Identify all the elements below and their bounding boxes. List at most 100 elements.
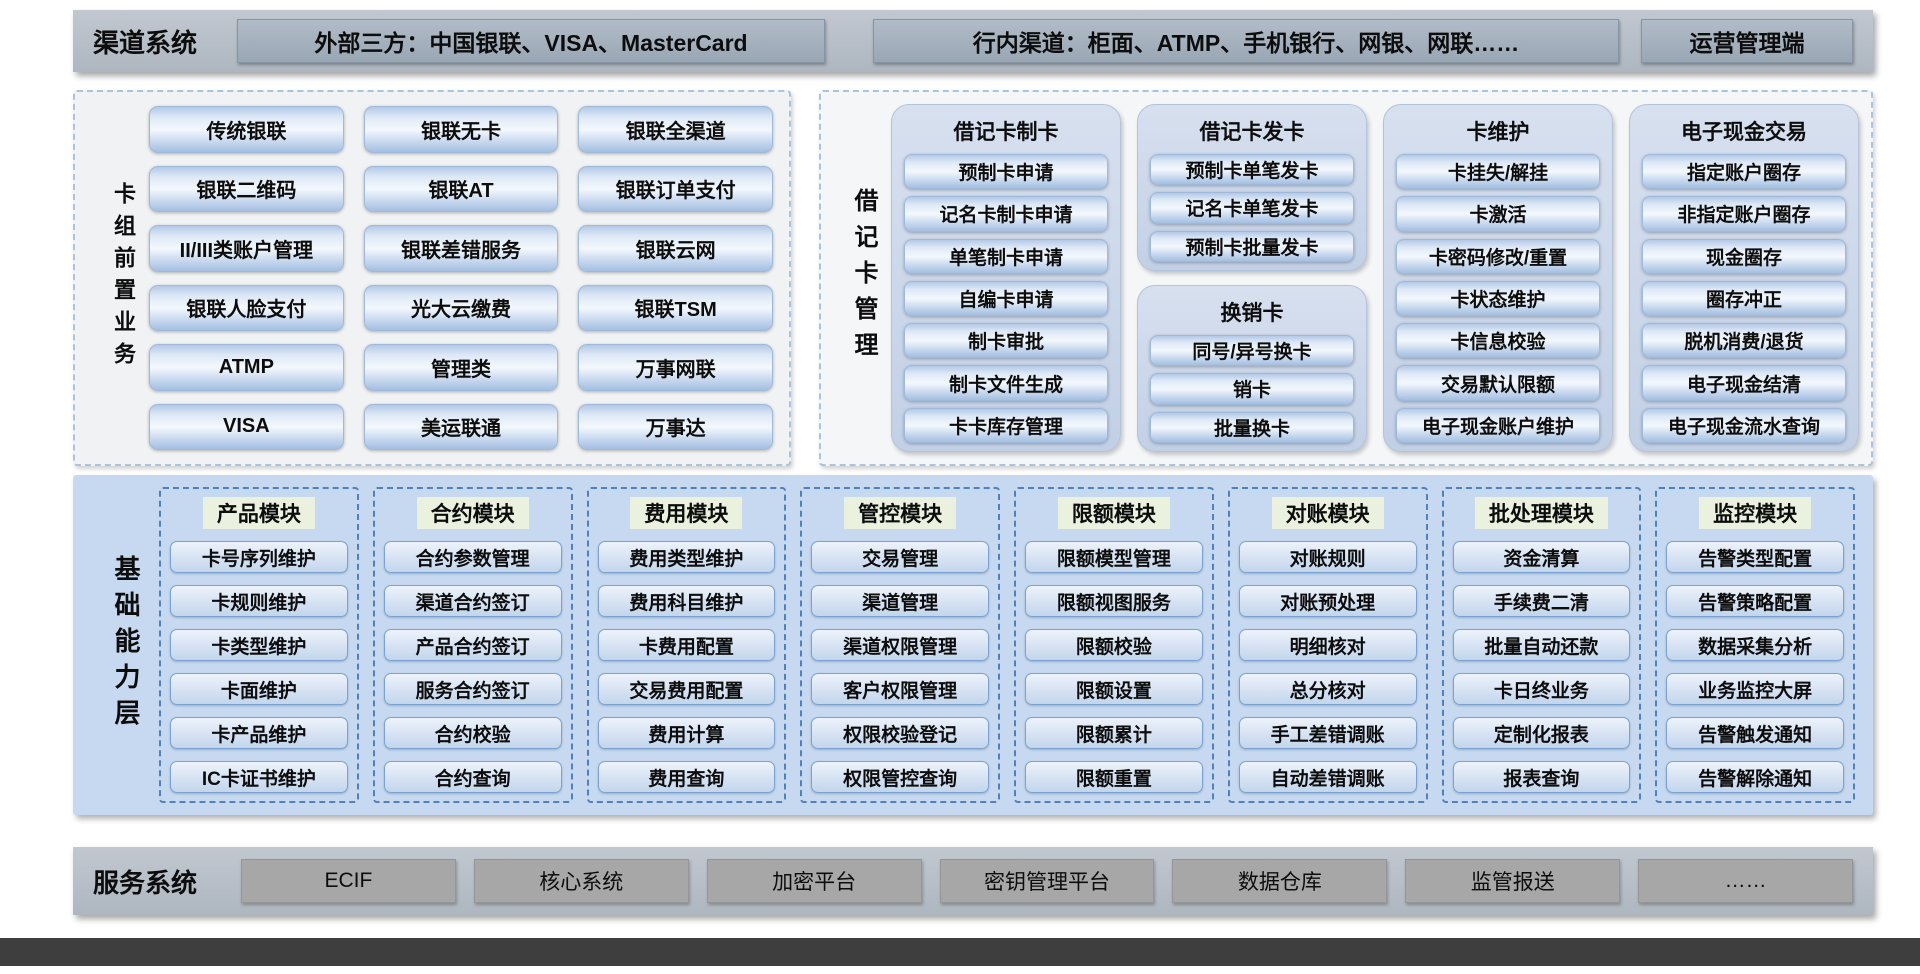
reconciliation-module: 对账模块 对账规则 对账预处理 明细核对 总分核对 手工差错调账 自动差错调账 <box>1227 487 1428 803</box>
module-node: 限额重置 <box>1025 761 1203 793</box>
module-node: 合约参数管理 <box>383 541 562 573</box>
channel-system-label: 渠道系统 <box>93 27 198 58</box>
module-node: 费用查询 <box>597 761 776 793</box>
debit-panels: 借记卡制卡 预制卡申请 记名卡制卡申请 单笔制卡申请 自编卡申请 制卡审批 制卡… <box>881 104 1859 452</box>
module-node: 渠道权限管理 <box>811 629 989 661</box>
card-front-node: 银联差错服务 <box>363 225 559 272</box>
module-node: 卡产品维护 <box>170 717 348 749</box>
debit-card-management-label: 借记卡管理 <box>850 188 877 368</box>
panel-node: 指定账户圈存 <box>1642 154 1846 190</box>
module-node: 告警类型配置 <box>1666 541 1844 573</box>
module-node: 客户权限管理 <box>811 673 989 705</box>
module-node: 限额设置 <box>1025 673 1203 705</box>
panel-title: 借记卡发卡 <box>1199 121 1305 144</box>
panel-node: 电子现金结清 <box>1642 365 1846 401</box>
middle-row: 卡组前置业务 传统银联 银联无卡 银联全渠道 银联二维码 银联AT 银联订单支付… <box>73 90 1873 466</box>
panel-node: 交易默认限额 <box>1396 365 1600 401</box>
module-title: 限额模块 <box>1057 497 1170 529</box>
panel-node: 卡激活 <box>1396 196 1600 232</box>
panel-node: 单笔制卡申请 <box>904 238 1108 274</box>
card-front-node: 银联无卡 <box>363 106 559 153</box>
card-front-node: 银联二维码 <box>149 165 344 212</box>
module-node: 渠道管理 <box>811 585 989 617</box>
module-node: 渠道合约签订 <box>383 585 562 617</box>
service-node: 核心系统 <box>473 859 689 903</box>
panel-title: 卡维护 <box>1466 121 1530 144</box>
card-front-node: 光大云缴费 <box>363 284 559 331</box>
base-capability-layer: 基础能力层 产品模块 卡号序列维护 卡规则维护 卡类型维护 卡面维护 卡产品维护… <box>73 475 1873 815</box>
service-node: ECIF <box>241 859 456 903</box>
panel-node: 电子现金账户维护 <box>1396 407 1600 443</box>
panel-node: 卡信息校验 <box>1396 323 1600 359</box>
module-node: 资金清算 <box>1452 541 1631 573</box>
module-node: 合约查询 <box>383 761 562 793</box>
module-node: 总分核对 <box>1238 673 1417 705</box>
panel-node: 批量换卡 <box>1150 411 1354 443</box>
service-node: …… <box>1638 859 1854 903</box>
module-node: 卡类型维护 <box>170 629 348 661</box>
card-issuing-panel: 借记卡发卡 预制卡单笔发卡 记名卡单笔发卡 预制卡批量发卡 <box>1137 104 1367 271</box>
panel-node: 非指定账户圈存 <box>1642 196 1846 232</box>
monitor-module: 监控模块 告警类型配置 告警策略配置 数据采集分析 业务监控大屏 告警触发通知 … <box>1655 487 1855 803</box>
card-front-node: 美运联通 <box>363 403 559 450</box>
card-front-node: II/III类账户管理 <box>149 225 344 272</box>
module-node: 限额校验 <box>1025 629 1203 661</box>
module-node: 费用计算 <box>597 717 776 749</box>
module-node: 明细核对 <box>1238 629 1417 661</box>
module-node: 报表查询 <box>1452 761 1631 793</box>
card-front-node: 银联TSM <box>578 284 773 331</box>
bottom-dark-bar <box>0 938 1920 966</box>
card-front-section: 卡组前置业务 传统银联 银联无卡 银联全渠道 银联二维码 银联AT 银联订单支付… <box>73 90 791 466</box>
channel-system-bar: 渠道系统 外部三方：中国银联、VISA、MasterCard 行内渠道：柜面、A… <box>73 10 1873 72</box>
module-node: 费用类型维护 <box>597 541 776 573</box>
module-node: 限额模型管理 <box>1025 541 1203 573</box>
module-node: 对账预处理 <box>1238 585 1417 617</box>
card-front-node: 万事达 <box>578 403 773 450</box>
module-node: 业务监控大屏 <box>1666 673 1844 705</box>
panel-node: 制卡审批 <box>904 323 1108 359</box>
module-node: 交易管理 <box>811 541 989 573</box>
panel-node: 制卡文件生成 <box>904 365 1108 401</box>
module-node: 数据采集分析 <box>1666 629 1844 661</box>
module-node: 卡费用配置 <box>597 629 776 661</box>
panel-node: 预制卡批量发卡 <box>1150 230 1354 262</box>
product-module: 产品模块 卡号序列维护 卡规则维护 卡类型维护 卡面维护 卡产品维护 IC卡证书… <box>159 487 359 803</box>
module-node: 合约校验 <box>383 717 562 749</box>
panel-node: 卡挂失/解挂 <box>1396 154 1600 190</box>
service-node: 数据仓库 <box>1172 859 1388 903</box>
module-node: 卡日终业务 <box>1452 673 1631 705</box>
card-replace-cancel-panel: 换销卡 同号/异号换卡 销卡 批量换卡 <box>1137 285 1367 452</box>
card-front-node: 银联全渠道 <box>578 106 773 153</box>
panel-title: 电子现金交易 <box>1681 121 1807 144</box>
module-node: 权限校验登记 <box>811 717 989 749</box>
module-node: 告警解除通知 <box>1666 761 1844 793</box>
panel-node: 卡密码修改/重置 <box>1396 238 1600 274</box>
service-system-label: 服务系统 <box>93 867 198 898</box>
card-front-grid: 传统银联 银联无卡 银联全渠道 银联二维码 银联AT 银联订单支付 II/III… <box>139 104 777 452</box>
service-node: 密钥管理平台 <box>939 859 1155 903</box>
base-capability-layer-label: 基础能力层 <box>111 555 141 735</box>
module-node: 告警策略配置 <box>1666 585 1844 617</box>
fee-module: 费用模块 费用类型维护 费用科目维护 卡费用配置 交易费用配置 费用计算 费用查… <box>586 487 787 803</box>
panel-node: 脱机消费/退货 <box>1642 323 1846 359</box>
internal-channels-node: 行内渠道：柜面、ATMP、手机银行、网银、网联…… <box>873 19 1619 63</box>
panel-node: 自编卡申请 <box>904 280 1108 317</box>
panel-node: 同号/异号换卡 <box>1150 335 1354 367</box>
panel-title: 换销卡 <box>1220 302 1284 325</box>
service-node: 监管报送 <box>1405 859 1621 903</box>
panel-node: 现金圈存 <box>1642 238 1846 274</box>
batch-module: 批处理模块 资金清算 手续费二清 批量自动还款 卡日终业务 定制化报表 报表查询 <box>1441 487 1642 803</box>
card-front-node: 银联云网 <box>578 225 773 272</box>
card-front-node: 银联人脸支付 <box>149 284 344 331</box>
panel-node: 销卡 <box>1150 373 1354 405</box>
module-node: 费用科目维护 <box>597 585 776 617</box>
module-node: 卡号序列维护 <box>170 541 348 573</box>
contract-module: 合约模块 合约参数管理 渠道合约签订 产品合约签订 服务合约签订 合约校验 合约… <box>372 487 573 803</box>
module-node: 告警触发通知 <box>1666 717 1844 749</box>
external-third-party-node: 外部三方：中国银联、VISA、MasterCard <box>237 19 825 63</box>
module-node: 交易费用配置 <box>597 673 776 705</box>
module-node: 手续费二清 <box>1452 585 1631 617</box>
panel-node: 记名卡单笔发卡 <box>1150 192 1354 224</box>
module-node: 卡规则维护 <box>170 585 348 617</box>
module-node: 限额累计 <box>1025 717 1203 749</box>
